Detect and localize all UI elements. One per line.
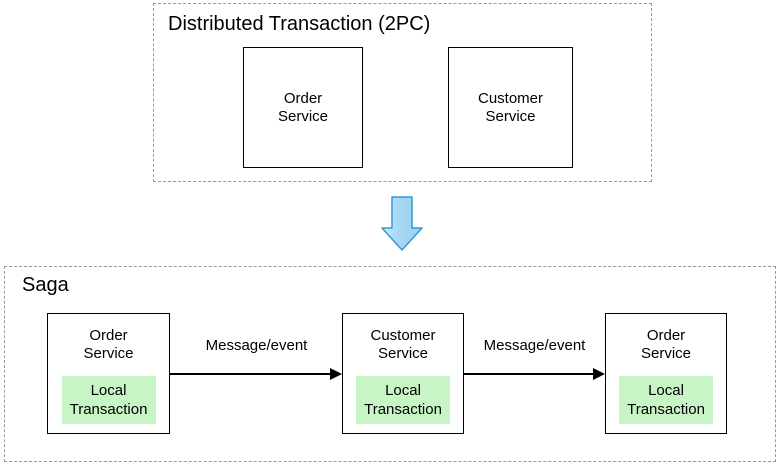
2pc-order-service-box: Order Service [243, 47, 363, 168]
saga-order-service-label-2: Order Service [640, 327, 692, 362]
2pc-section-container: Distributed Transaction (2PC) [153, 3, 652, 182]
message-arrow-2 [464, 365, 605, 383]
saga-customer-service-box: Customer Service Local Transaction [342, 313, 464, 434]
2pc-order-service-label: Order Service [277, 89, 329, 125]
local-transaction-box-2: Local Transaction [356, 376, 450, 424]
saga-section-container: Saga [4, 266, 776, 462]
2pc-section-title: Distributed Transaction (2PC) [168, 13, 431, 35]
down-arrow-icon [381, 196, 423, 251]
local-transaction-label-1: Local Transaction [69, 382, 148, 418]
2pc-customer-service-box: Customer Service [448, 47, 573, 168]
message-arrow-1 [170, 365, 342, 383]
message-arrow-2-head [593, 368, 605, 380]
2pc-customer-service-label: Customer Service [477, 89, 544, 125]
message-arrow-1-head [330, 368, 342, 380]
message-arrow-1-shaft [170, 373, 331, 375]
local-transaction-box-3: Local Transaction [619, 376, 713, 424]
message-event-label-1: Message/event [205, 337, 308, 354]
local-transaction-label-3: Local Transaction [627, 382, 705, 418]
message-event-label-2: Message/event [483, 337, 586, 354]
saga-section-title: Saga [22, 274, 69, 296]
saga-customer-service-label: Customer Service [370, 327, 436, 362]
local-transaction-label-2: Local Transaction [364, 382, 442, 418]
local-transaction-box-1: Local Transaction [61, 376, 156, 424]
saga-order-service-label-1: Order Service [83, 327, 134, 362]
saga-order-service-box-2: Order Service Local Transaction [605, 313, 727, 434]
saga-order-service-box-1: Order Service Local Transaction [47, 313, 170, 434]
message-arrow-2-shaft [464, 373, 594, 375]
